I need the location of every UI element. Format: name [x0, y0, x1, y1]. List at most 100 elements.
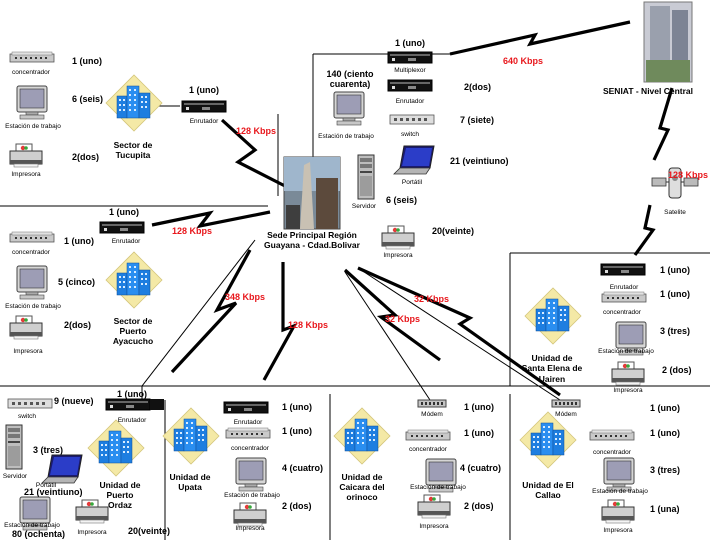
multiplexor-icon	[387, 51, 433, 64]
tucupita-hub-caption: concentrador	[12, 69, 51, 76]
printer-icon	[9, 315, 43, 340]
ordaz-server-caption: Servidor	[3, 473, 28, 480]
hub-device-icon	[405, 429, 451, 441]
upata-hub-caption: concentrador	[231, 445, 270, 452]
workstation-icon	[235, 457, 267, 492]
tucupita-title-line1: Sector de	[114, 140, 153, 150]
ayacucho-title-line2: Puerto	[120, 326, 147, 336]
seniat-photo	[643, 1, 693, 83]
ordaz-router-qty: 1 (uno)	[117, 389, 147, 399]
caicara-title-line1: Unidad de	[341, 472, 382, 482]
caicara-modem-qty: 1 (uno)	[464, 402, 494, 412]
satellite-link-speed: 128 Kbps	[668, 170, 708, 180]
upata-workstation-qty: 4 (cuatro)	[282, 463, 323, 473]
wan-links	[151, 20, 674, 397]
callao-workstation-caption: Estación de trabajo	[592, 488, 648, 495]
center-title-line1: Sede Principal Región	[267, 230, 357, 240]
ayacucho-title-line3: Ayacucho	[113, 336, 153, 346]
tucupita-workstation-qty: 6 (seis)	[72, 94, 103, 104]
hq-workstation-qty-line1: 140 (ciento	[326, 69, 374, 79]
hq-link-speed: 640 Kbps	[503, 56, 543, 66]
santa-elena-workstation-caption: Estación de trabajo	[598, 348, 654, 355]
tucupita-router-qty: 1 (uno)	[189, 85, 219, 95]
building-icon	[333, 407, 391, 465]
santa-elena-hub-qty: 1 (uno)	[660, 289, 690, 299]
upata-title-line2: Upata	[178, 482, 202, 492]
caicara-hub-caption: concentrador	[409, 446, 448, 453]
router-icon	[150, 399, 164, 410]
laptop-icon	[41, 454, 83, 484]
upata-title-line1: Unidad de	[169, 472, 210, 482]
hub-device-icon	[589, 429, 635, 441]
upata-link-speed: 128 Kbps	[288, 320, 328, 330]
satellite-caption: Satelite	[664, 209, 686, 216]
hq-laptop-caption: Portátil	[402, 179, 423, 186]
santa-elena-router-caption: Enrutador	[610, 284, 639, 291]
ordaz-router-caption: Enrutador	[118, 417, 147, 424]
ordaz-printer-caption: Impresora	[77, 529, 107, 536]
switch-icon	[389, 114, 435, 125]
hub-device-icon	[601, 291, 647, 303]
connection-lines	[0, 53, 710, 540]
ordaz-switch-qty: 9 (nueve)	[54, 396, 94, 406]
router-icon	[387, 79, 433, 92]
hub-device-icon	[225, 427, 271, 439]
callao-hub-caption: concentrador	[593, 449, 632, 456]
server-icon	[357, 154, 375, 200]
tucupita-title-line2: Tucupita	[116, 150, 151, 160]
link-bolt-ayacucho	[151, 210, 271, 229]
hq-router-caption: Enrutador	[396, 98, 425, 105]
tucupita-printer-qty: 2(dos)	[72, 152, 99, 162]
santa-elena-printer-caption: Impresora	[613, 387, 643, 394]
building-icon	[87, 419, 145, 477]
ayacucho-printer-caption: Impresora	[13, 348, 43, 355]
upata-printer-qty: 2 (dos)	[282, 501, 312, 511]
building-icon	[524, 287, 582, 345]
building-icon	[162, 407, 220, 465]
workstation-icon	[16, 85, 48, 120]
caicara-title-line3: orinoco	[346, 492, 377, 502]
santa-elena-hub-caption: concentrador	[603, 309, 642, 316]
caicara-title-line2: Caicara del	[339, 482, 384, 492]
callao-hub-qty: 1 (uno)	[650, 428, 680, 438]
ordaz-printer-qty: 20(veinte)	[128, 526, 170, 536]
hub-device-icon	[9, 231, 55, 243]
modem-icon	[551, 399, 581, 408]
ordaz-title-line1: Unidad de	[99, 480, 140, 490]
santa-elena-workstation-qty: 3 (tres)	[660, 326, 690, 336]
router-icon	[600, 263, 646, 276]
hq-server-caption: Servidor	[352, 203, 377, 210]
printer-icon	[233, 502, 267, 527]
ordaz-server-qty: 3 (tres)	[33, 445, 63, 455]
link-bolt-ordaz	[170, 249, 252, 374]
building-icon	[105, 74, 163, 132]
link-bolt-caicara	[343, 268, 441, 362]
hq-workstation-qty-line2: cuarenta)	[330, 79, 371, 89]
hq-switch-qty: 7 (siete)	[460, 115, 494, 125]
ayacucho-printer-qty: 2(dos)	[64, 320, 91, 330]
workstation-icon	[333, 91, 365, 126]
hq-router-qty: 2(dos)	[464, 82, 491, 92]
tucupita-router-caption: Enrutador	[190, 118, 219, 125]
hq-printer-caption: Impresora	[383, 252, 413, 259]
callao-modem-qty: 1 (uno)	[650, 403, 680, 413]
tucupita-link-speed: 128 Kbps	[236, 126, 276, 136]
router-icon	[105, 398, 151, 411]
router-icon	[181, 100, 227, 113]
upata-printer-caption: Impresora	[235, 525, 265, 532]
ordaz-workstation-qty: 80 (ochenta)	[12, 529, 65, 539]
link-bolt-callao	[357, 266, 561, 397]
ayacucho-title-line1: Sector de	[114, 316, 153, 326]
santa-elena-title-line1: Unidad de	[531, 353, 572, 363]
printer-icon	[381, 225, 415, 250]
building-icon	[105, 251, 163, 309]
callao-workstation-qty: 3 (tres)	[650, 465, 680, 475]
tucupita-workstation-caption: Estación de trabajo	[5, 123, 61, 130]
modem-icon	[417, 399, 447, 408]
ayacucho-link-speed: 128 Kbps	[172, 226, 212, 236]
ordaz-laptop-qty: 21 (veintiuno)	[24, 487, 83, 497]
ordaz-title-line3: Ordaz	[108, 500, 132, 510]
laptop-icon	[393, 145, 435, 175]
link-bolt-upata	[262, 262, 298, 381]
